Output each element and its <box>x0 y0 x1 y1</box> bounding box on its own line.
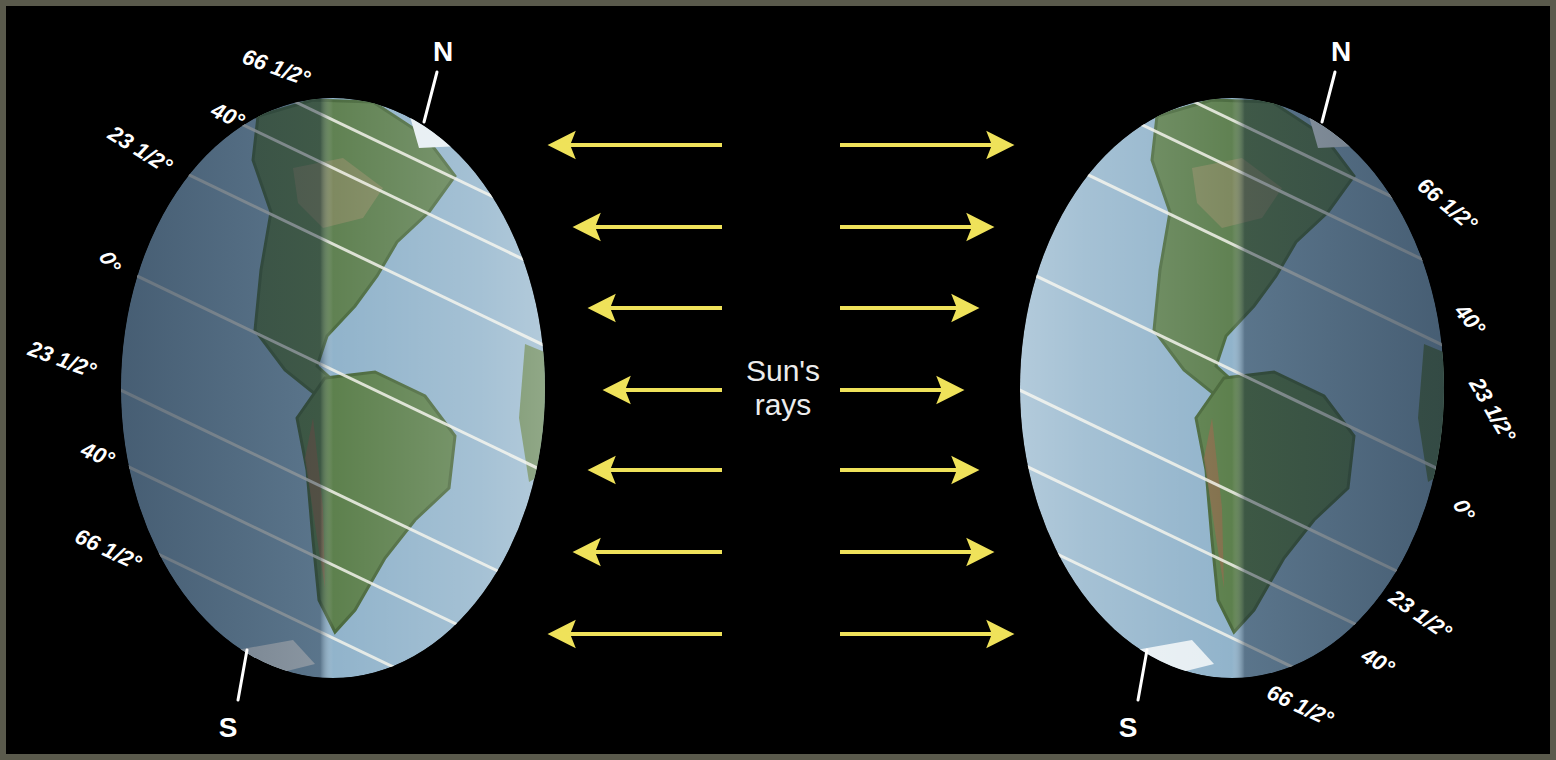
latitude-label: 40° <box>207 97 248 135</box>
latitude-label: 40° <box>78 437 119 474</box>
right-globe <box>992 5 1472 753</box>
sun-ray-arrows <box>552 135 1010 644</box>
pole-label: S <box>1119 712 1138 744</box>
left-globe <box>93 5 573 753</box>
latitude-label: 23 1/2° <box>1384 584 1456 645</box>
axis-tick <box>238 72 1335 700</box>
latitude-label: 23 1/2° <box>1463 373 1521 447</box>
pole-label: S <box>219 712 238 744</box>
latitude-label: 23 1/2° <box>25 336 100 384</box>
latitude-label: 40° <box>1449 299 1490 341</box>
pole-label: N <box>433 36 453 68</box>
latitude-label: 0° <box>1447 494 1480 525</box>
latitude-label: 0° <box>93 246 126 277</box>
latitude-label: 40° <box>1357 642 1399 681</box>
latitude-label: 66 1/2° <box>239 44 314 92</box>
latitude-label: 23 1/2° <box>103 120 176 179</box>
latitude-label: 66 1/2° <box>1412 173 1482 238</box>
latitude-label: 66 1/2° <box>1263 679 1337 732</box>
sun-rays-text: Sun's rays <box>728 354 838 423</box>
pole-label: N <box>1331 36 1351 68</box>
latitude-label: 66 1/2° <box>71 523 145 576</box>
